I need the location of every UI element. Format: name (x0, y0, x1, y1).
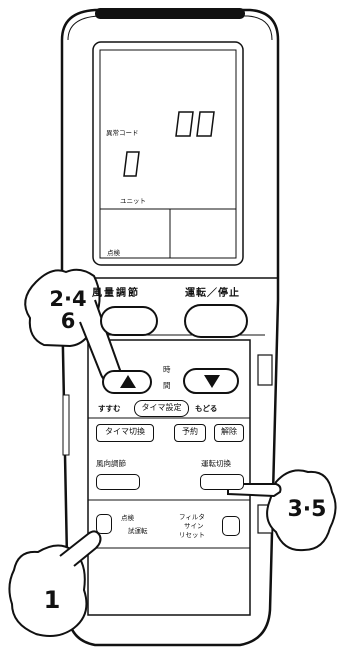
step-callout-1: 1 (43, 586, 61, 614)
filter-sign-reset-button[interactable] (222, 516, 240, 536)
time-label-top: 時 (163, 365, 171, 374)
check-test-run-button[interactable] (96, 514, 112, 534)
hand-bottom-outline (8, 544, 88, 637)
filter-label-line3: リセット (179, 531, 205, 539)
fan-speed-button[interactable] (100, 306, 158, 336)
run-stop-button[interactable] (184, 304, 248, 338)
step-callout-2-4-6: 2·4 6 (38, 288, 98, 332)
louver-label: 風向調節 (96, 459, 126, 468)
check-label-line1: 点検 (121, 514, 134, 522)
run-stop-label: 運転／停止 (185, 288, 240, 299)
back-label: もどる (195, 404, 218, 413)
advance-label: すすむ (98, 404, 121, 413)
filter-label-line1: フィルタ (179, 513, 205, 521)
check-label-line2: 試運転 (128, 527, 148, 535)
step-callout-3-5: 3·5 (287, 497, 327, 522)
top-bar (95, 8, 245, 19)
mode-switch-button[interactable] (200, 474, 244, 490)
time-down-button[interactable] (183, 368, 239, 394)
triangle-up-icon (120, 375, 136, 388)
timer-switch-button[interactable]: タイマ切換 (96, 424, 154, 442)
reserve-button[interactable]: 予約 (174, 424, 206, 442)
time-up-button[interactable] (102, 370, 152, 394)
hand-right-outline (266, 469, 337, 552)
unit-label: ユニット (120, 197, 146, 205)
lcd-check-label: 点検 (107, 249, 120, 257)
lower-panel (87, 339, 251, 616)
cancel-button[interactable]: 解除 (214, 424, 244, 442)
step-callout-a-line1: 2·4 (49, 287, 87, 311)
time-label-bottom: 間 (163, 381, 171, 390)
fan-label: 風量調節 (92, 288, 140, 299)
error-code-label: 異常コード (106, 129, 139, 137)
filter-label-line2: サイン (184, 522, 204, 530)
timer-set-button[interactable]: タイマ設定 (134, 400, 189, 417)
lcd-screen (99, 49, 237, 259)
mode-label: 運転切換 (201, 459, 231, 468)
triangle-down-icon (204, 375, 220, 388)
louver-button[interactable] (96, 474, 140, 490)
step-callout-a-line2: 6 (60, 309, 76, 334)
